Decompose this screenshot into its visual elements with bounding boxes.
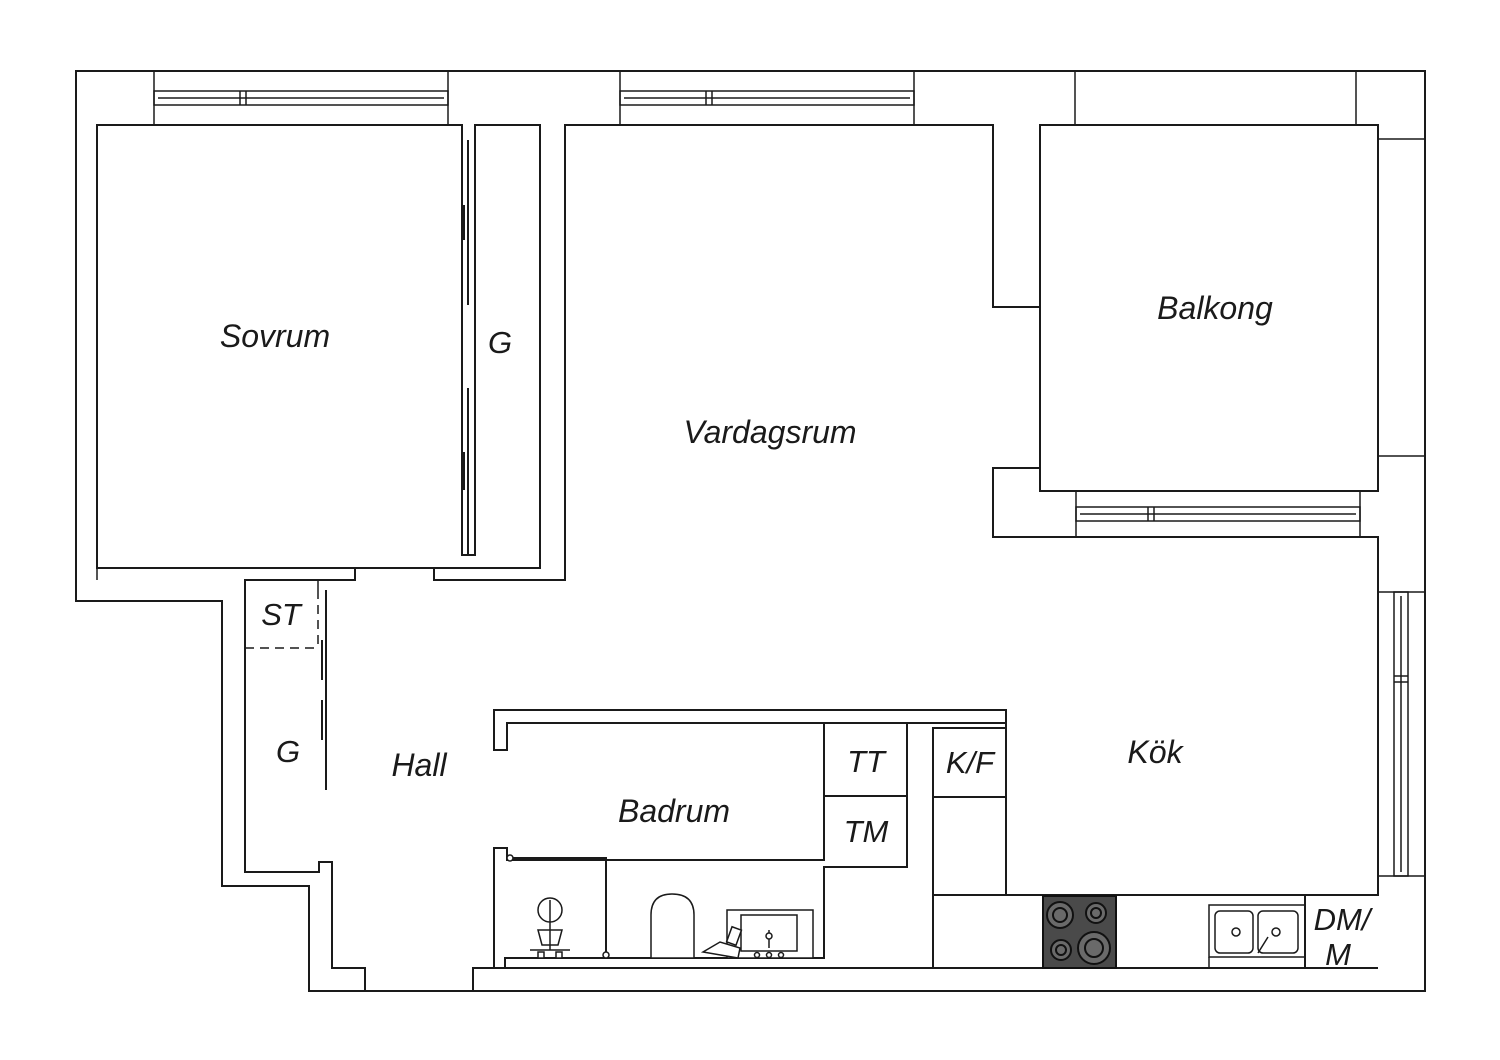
label-stad: ST xyxy=(261,597,303,632)
label-kf: K/F xyxy=(946,745,996,780)
kitchen-sink-icon xyxy=(1208,904,1306,968)
label-vardagsrum: Vardagsrum xyxy=(683,414,856,450)
wardrobe-bedroom xyxy=(463,140,469,555)
room-labels: Sovrum Vardagsrum Balkong Hall Badrum Kö… xyxy=(220,290,1273,829)
faucet-icon xyxy=(700,925,743,959)
toilet-icon xyxy=(650,893,695,959)
balcony-outline xyxy=(1039,124,1379,492)
kitchen-fixtures xyxy=(932,727,1378,969)
shower-screen xyxy=(510,857,607,958)
shower-head-icon xyxy=(530,897,570,959)
label-dm-line2: M xyxy=(1325,937,1351,972)
fixture-labels: G G ST TT TM K/F DM/ M xyxy=(261,325,1374,972)
label-sovrum: Sovrum xyxy=(220,318,330,354)
fridge-freezer xyxy=(932,727,1006,968)
label-kok: Kök xyxy=(1127,734,1184,770)
label-garderob-bedroom: G xyxy=(488,325,512,360)
interior-walls xyxy=(96,124,1379,992)
windows xyxy=(96,71,1425,877)
washbasin-icon xyxy=(726,909,814,959)
label-hall: Hall xyxy=(391,747,447,783)
label-dm-line1: DM/ xyxy=(1314,902,1374,937)
label-garderob-hall: G xyxy=(276,734,300,769)
label-badrum: Badrum xyxy=(618,793,730,829)
label-tt: TT xyxy=(847,744,887,779)
label-tm: TM xyxy=(844,814,889,849)
label-balkong: Balkong xyxy=(1157,290,1273,326)
hall-closet xyxy=(245,580,327,790)
bathroom-fixtures xyxy=(506,795,907,959)
